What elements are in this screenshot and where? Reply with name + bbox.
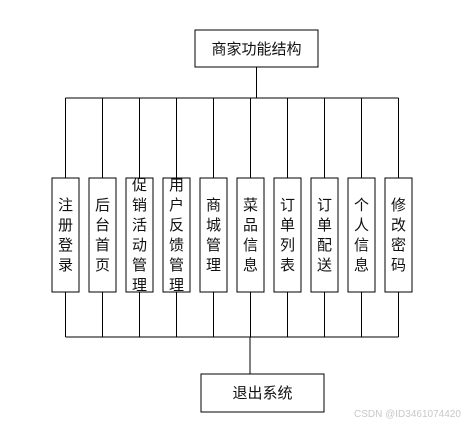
- module-label-char: 理: [169, 276, 184, 294]
- module-label-char: 单: [317, 216, 332, 234]
- module-label-char: 订: [317, 196, 332, 214]
- module-label-char: 户: [169, 196, 184, 214]
- module-label-char: 品: [243, 216, 258, 234]
- module-box: 后台首页: [88, 177, 117, 293]
- module-label-char: 息: [354, 256, 369, 274]
- bottom-node-label: 退出系统: [232, 384, 292, 402]
- module-box: 菜品信息: [236, 177, 265, 293]
- module-label-char: 用: [169, 176, 184, 194]
- module-box-frame: [347, 177, 376, 293]
- module-label: 注册登录: [58, 196, 73, 274]
- module-box-frame: [51, 177, 80, 293]
- module-box-frame: [236, 177, 265, 293]
- module-label-char: 录: [58, 256, 73, 274]
- module-box: 促销活动管理: [125, 176, 154, 294]
- module-box: 用户反馈管理: [162, 176, 191, 294]
- module-box: 商城管理: [199, 177, 228, 293]
- module-label-char: 人: [354, 216, 369, 234]
- top-node: 商家功能结构: [194, 29, 319, 68]
- module-box: 修改密码: [384, 177, 413, 293]
- module-label-char: 台: [95, 216, 110, 234]
- module-label-char: 馈: [169, 236, 184, 254]
- module-label: 商城管理: [206, 196, 221, 274]
- module-label-char: 后: [95, 196, 110, 214]
- module-box: 注册登录: [51, 177, 80, 293]
- module-label-char: 理: [132, 276, 147, 294]
- module-label-char: 单: [280, 216, 295, 234]
- module-label-char: 城: [206, 216, 221, 234]
- module-box-frame: [384, 177, 413, 293]
- module-label-char: 信: [243, 236, 258, 254]
- module-label-char: 改: [391, 216, 406, 234]
- module-label-char: 表: [280, 256, 295, 274]
- module-label-char: 动: [132, 236, 147, 254]
- top-node-box: [194, 29, 319, 68]
- module-label: 订单列表: [280, 196, 295, 274]
- module-label-char: 配: [317, 236, 332, 254]
- module-label-char: 管: [206, 236, 221, 254]
- module-label-char: 页: [95, 256, 110, 274]
- module-box-frame: [310, 177, 339, 293]
- module-label-char: 息: [243, 256, 258, 274]
- module-box-frame: [199, 177, 228, 293]
- bottom-node: 退出系统: [200, 373, 325, 413]
- module-box-frame: [162, 177, 191, 293]
- module-label-char: 菜: [243, 196, 258, 214]
- module-box: 订单列表: [273, 177, 302, 293]
- module-box-frame: [273, 177, 302, 293]
- module-box: 个人信息: [347, 177, 376, 293]
- module-label: 订单配送: [317, 196, 332, 274]
- module-label-char: 修: [391, 196, 406, 214]
- module-label-char: 信: [354, 236, 369, 254]
- csdn-watermark: CSDN @ID3461074420: [354, 409, 461, 420]
- module-label-char: 反: [169, 216, 184, 234]
- module-label-char: 理: [206, 256, 221, 274]
- module-label-char: 送: [317, 256, 332, 274]
- module-boxes: 注册登录后台首页促销活动管理用户反馈管理商城管理菜品信息订单列表订单配送个人信息…: [51, 176, 413, 294]
- module-label-char: 码: [391, 256, 406, 274]
- module-label-char: 管: [132, 256, 147, 274]
- module-label-char: 注: [58, 196, 73, 214]
- connectors: [65, 67, 399, 374]
- module-label-char: 管: [169, 256, 184, 274]
- module-label-char: 首: [95, 236, 110, 254]
- module-label-char: 列: [280, 236, 295, 254]
- module-label: 菜品信息: [243, 196, 258, 274]
- module-label-char: 个: [354, 196, 369, 214]
- module-box: 订单配送: [310, 177, 339, 293]
- module-label-char: 活: [132, 216, 147, 234]
- module-label-char: 订: [280, 196, 295, 214]
- module-label-char: 商: [206, 196, 221, 214]
- bottom-node-box: [200, 373, 325, 413]
- module-label-char: 册: [58, 216, 73, 234]
- module-label-char: 促: [132, 176, 147, 194]
- module-label-char: 登: [58, 236, 73, 254]
- top-node-label: 商家功能结构: [211, 40, 301, 58]
- module-label: 修改密码: [391, 196, 406, 274]
- module-box-frame: [88, 177, 117, 293]
- module-label: 用户反馈管理: [169, 176, 184, 294]
- module-label-char: 密: [391, 236, 406, 254]
- module-label: 个人信息: [354, 196, 369, 274]
- module-label: 后台首页: [95, 196, 110, 274]
- module-label: 促销活动管理: [132, 176, 147, 294]
- module-label-char: 销: [132, 196, 147, 214]
- module-box-frame: [125, 177, 154, 293]
